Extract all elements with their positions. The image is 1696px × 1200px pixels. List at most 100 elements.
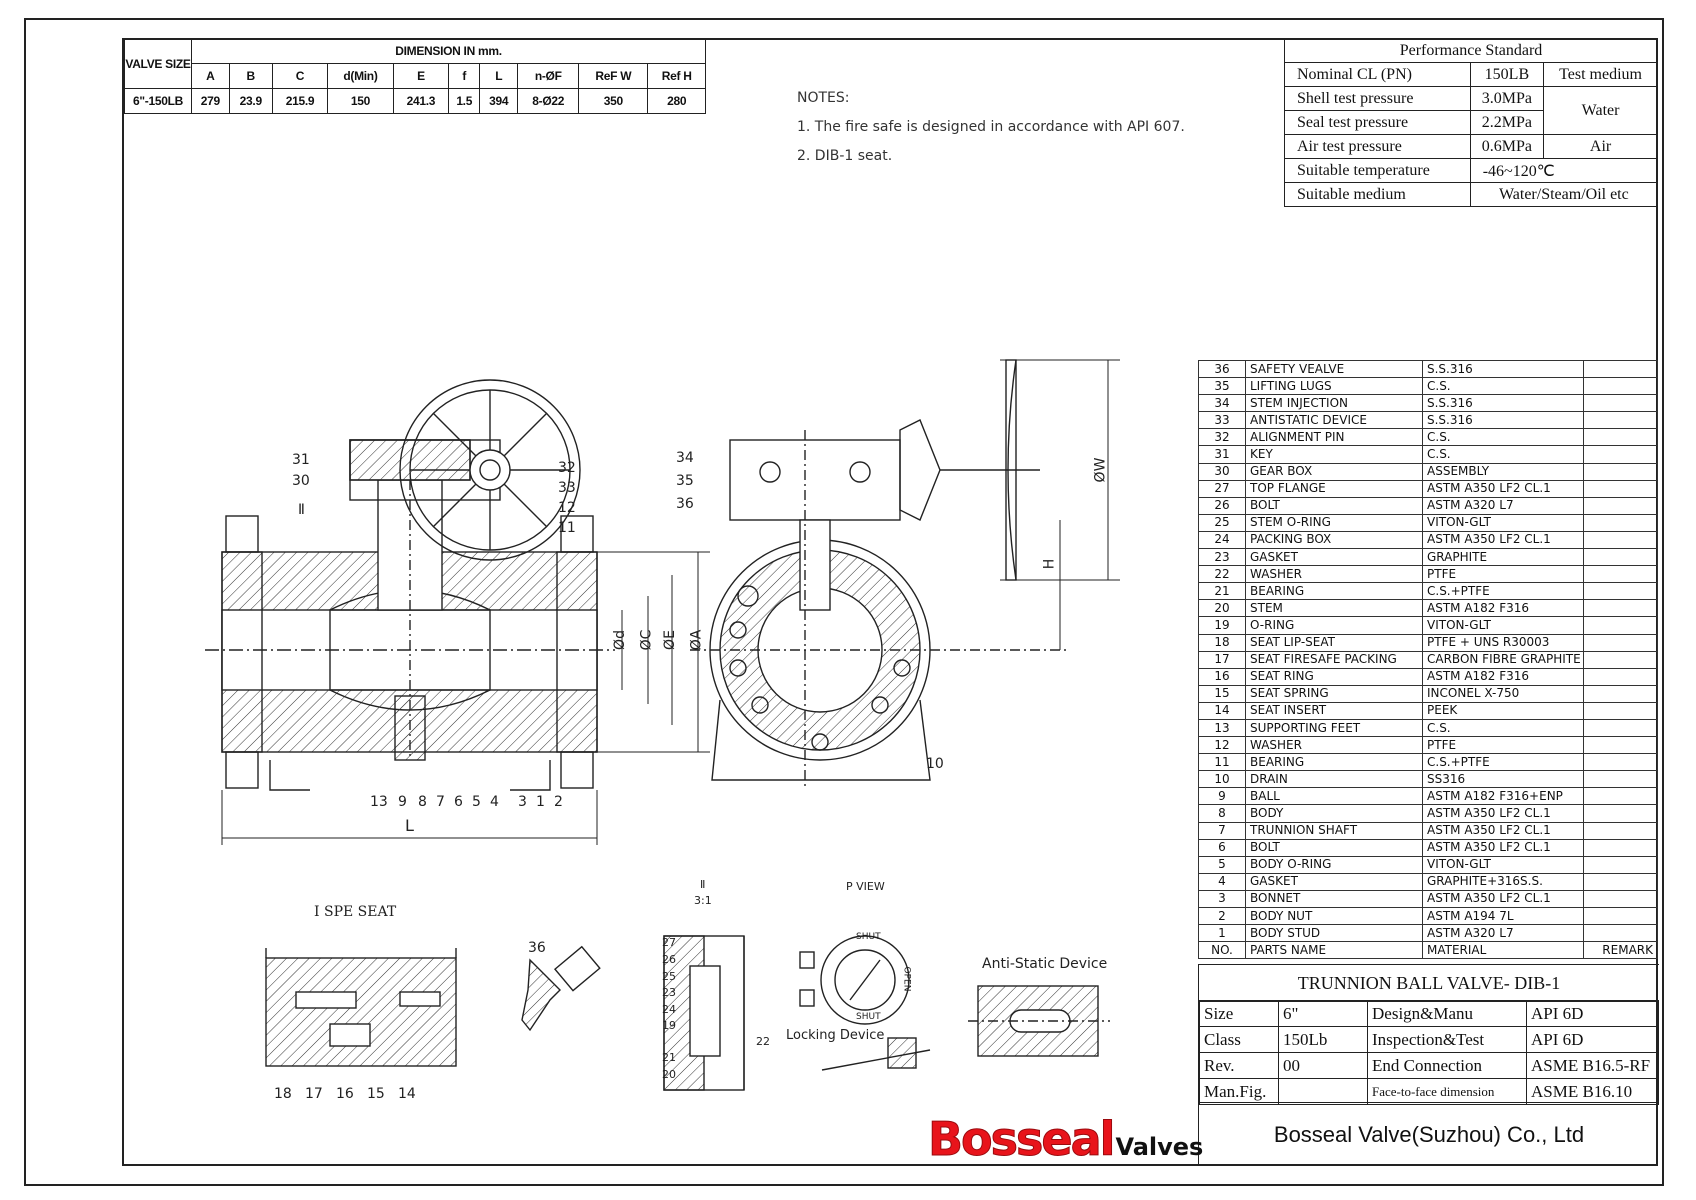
part-material: ASTM A350 LF2 CL.1 — [1422, 804, 1584, 823]
notes: NOTES: 1. The fire safe is designed in a… — [797, 84, 1185, 171]
part-material: ASTM A182 F316 — [1422, 667, 1584, 686]
part-material: ASTM A350 LF2 CL.1 — [1422, 889, 1584, 909]
part-name: ALIGNMENT PIN — [1245, 428, 1423, 447]
dim-a: ØA — [688, 629, 705, 651]
company-name: Bosseal Valve(Suzhou) Co., Ltd — [1199, 1102, 1659, 1167]
part-name: TOP FLANGE — [1245, 479, 1423, 498]
dim-value-cell: 23.9 — [228, 88, 273, 114]
part-no: 23 — [1198, 548, 1246, 567]
part-name: SEAT FIRESAFE PACKING — [1245, 650, 1423, 669]
part-name: SEAT INSERT — [1245, 701, 1423, 720]
front-bottom-callout: 3 — [518, 794, 527, 810]
detail-ii-title: Ⅱ — [700, 878, 706, 891]
dim-e: ØE — [661, 630, 678, 650]
p-view-shut-bottom: SHUT — [856, 1012, 881, 1022]
detail-ii-callout: 21 — [662, 1051, 676, 1064]
part-material: ASTM A320 L7 — [1422, 496, 1584, 515]
part-name: STEM INJECTION — [1245, 394, 1423, 413]
p-view-open: OPEN — [901, 966, 912, 992]
perf-label: Suitable temperature — [1284, 158, 1471, 183]
note-1: 1. The fire safe is designed in accordan… — [797, 119, 1185, 135]
dim-h: H — [1041, 558, 1058, 570]
part-material: S.S.316 — [1422, 411, 1584, 430]
callout-30: 30 — [292, 473, 310, 489]
part-material: S.S.316 — [1422, 394, 1584, 413]
perf-value: 0.6MPa — [1469, 134, 1545, 159]
perf-medium: Test medium — [1543, 62, 1658, 87]
front-dimensions — [221, 551, 710, 845]
seat-callout: 15 — [367, 1086, 385, 1102]
parts-header-name: PARTS NAME — [1245, 941, 1423, 960]
dim-column-header: ReF W — [578, 63, 649, 89]
dim-size-cell: 6"-150LB — [124, 88, 192, 114]
callout-36: 36 — [676, 496, 694, 512]
dim-value-cell: 215.9 — [271, 88, 329, 114]
part-name: BONNET — [1245, 889, 1423, 909]
spec-key: Man.Fig. — [1199, 1078, 1279, 1105]
front-bottom-callout: 7 — [436, 794, 445, 810]
seat-callout: 14 — [398, 1086, 416, 1102]
drawing-outer-border — [24, 18, 1664, 1186]
part-name: BEARING — [1245, 582, 1423, 601]
dim-value-cell: 241.3 — [392, 88, 450, 114]
dim-d: Ød — [611, 630, 628, 650]
front-bottom-callout: 6 — [454, 794, 463, 810]
callout-34: 34 — [676, 450, 694, 466]
part-remark — [1582, 411, 1659, 430]
spec-value: ASME B16.10 — [1526, 1078, 1659, 1105]
perf-label: Seal test pressure — [1284, 110, 1471, 135]
logo-brand: Bosseal — [927, 1112, 1115, 1167]
dim-value-cell: 280 — [647, 88, 706, 114]
detail-ii-callout: 20 — [662, 1068, 676, 1081]
front-bottom-callout: 4 — [490, 794, 499, 810]
perf-value: 150LB — [1469, 62, 1545, 87]
part-name: STEM O-RING — [1245, 513, 1423, 532]
part-material: CARBON FIBRE GRAPHITE — [1422, 650, 1584, 669]
callout-11: 11 — [558, 520, 576, 536]
part-name: WASHER — [1245, 565, 1423, 584]
dim-column-header: C — [271, 63, 329, 89]
parts-header-material: MATERIAL — [1422, 941, 1584, 960]
part-name: GEAR BOX — [1245, 462, 1423, 481]
front-bottom-callout: 8 — [418, 794, 427, 810]
side-dimensions — [1000, 359, 1120, 650]
detail-ii-callout: 24 — [662, 1003, 676, 1016]
detail-ii-callout: 19 — [662, 1019, 676, 1032]
perf-medium: Water — [1543, 86, 1658, 135]
callout-32: 32 — [558, 460, 576, 476]
part-remark — [1582, 445, 1659, 464]
locking-device-label: Locking Device — [786, 1028, 885, 1043]
note-2: 2. DIB-1 seat. — [797, 148, 893, 164]
callout-35: 35 — [676, 473, 694, 489]
part-name: LIFTING LUGS — [1245, 377, 1423, 396]
part-no: 17 — [1198, 650, 1246, 669]
bosseal-logo: BossealValves — [927, 1112, 1203, 1167]
part-name: TRUNNION SHAFT — [1245, 821, 1423, 840]
part-name: ANTISTATIC DEVICE — [1245, 411, 1423, 430]
part-material: C.S. — [1422, 445, 1584, 464]
spec-value: 150Lb — [1278, 1026, 1368, 1053]
part-no: 27 — [1198, 479, 1246, 498]
perf-value: -46~120℃ — [1469, 158, 1659, 183]
seat-section-view — [265, 948, 457, 1067]
spec-table: Size 6" Design&Manu API 6D Class 150Lb I… — [1199, 1000, 1659, 1105]
part-name: PACKING BOX — [1245, 530, 1423, 550]
callout-ii: Ⅱ — [298, 502, 305, 518]
